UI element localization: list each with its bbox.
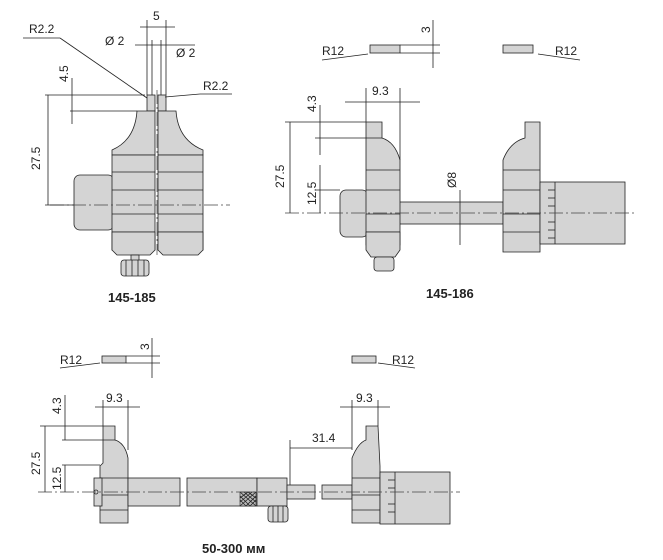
dim-r12-a-left: R12 <box>322 44 344 58</box>
r12-block-left <box>369 44 401 54</box>
tip-left <box>146 94 156 112</box>
jaw-right <box>502 121 541 253</box>
model-caption-1: 145-185 <box>108 290 156 305</box>
thimble-bottom <box>379 471 451 525</box>
dim-dia8: Ø8 <box>445 172 459 188</box>
dim-9-3-b: 9.3 <box>106 391 123 405</box>
dim-dia2-right: Ø 2 <box>176 46 196 60</box>
model-caption-3: 50-300 мм <box>202 541 265 556</box>
dim-r2-2-right: R2.2 <box>203 79 229 93</box>
model-caption-2: 145-186 <box>426 286 474 301</box>
jaw-left <box>365 121 401 246</box>
thimble-side <box>73 174 115 231</box>
jaw-left <box>111 110 156 156</box>
dim-27-5-c: 27.5 <box>29 451 43 475</box>
dim-dia2-left: Ø 2 <box>105 34 125 48</box>
dim-r12-b-left: R12 <box>60 353 82 367</box>
dim-12-5-b: 12.5 <box>50 466 64 490</box>
drawing-50-300: R12 R12 3 <box>29 338 460 556</box>
dim-31-4: 31.4 <box>312 431 336 445</box>
dim-4-3-b: 4.3 <box>50 397 64 414</box>
dim-27-5-b: 27.5 <box>273 164 287 188</box>
drawing-145-185: R2.2 5 Ø 2 Ø 2 R2.2 4.5 27.5 145-185 <box>23 9 232 305</box>
jaw-right <box>157 110 204 156</box>
dim-5: 5 <box>153 9 160 23</box>
dim-9-3-a: 9.3 <box>372 84 389 98</box>
dim-9-3-c: 9.3 <box>356 391 373 405</box>
dim-r2-2-left: R2.2 <box>29 22 55 36</box>
dim-4-5: 4.5 <box>57 65 71 82</box>
dim-3-b: 3 <box>138 343 152 350</box>
dim-4-3-a: 4.3 <box>305 95 319 112</box>
dim-3-a: 3 <box>419 26 433 33</box>
dim-r12-b-right: R12 <box>392 353 414 367</box>
dim-12-5-a: 12.5 <box>305 181 319 205</box>
r12-block-right <box>502 44 534 54</box>
dim-27-5-a: 27.5 <box>29 146 43 170</box>
knob <box>120 259 150 277</box>
tip-right <box>157 94 167 112</box>
dim-r12-a-right: R12 <box>555 44 577 58</box>
drawing-145-186: R12 R12 3 <box>273 20 635 301</box>
